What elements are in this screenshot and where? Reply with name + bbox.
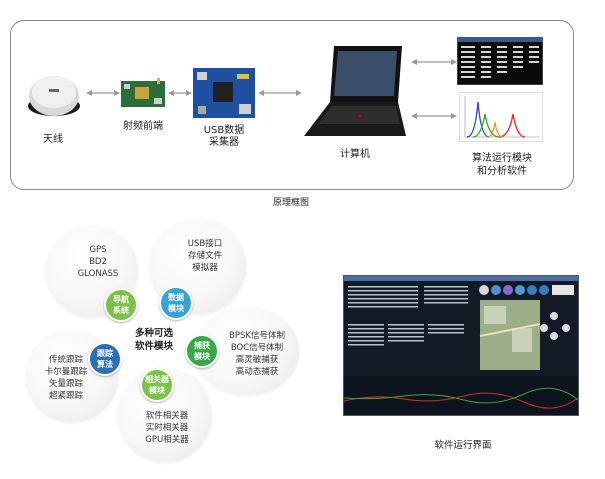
correlator-items: 软件相关器 实时相关器 GPU相关器	[132, 410, 202, 446]
usb-collector-label-line1: USB数据	[203, 125, 245, 136]
corr-item-software: 软件相关器	[145, 411, 189, 421]
nav-badge-line2: 系统	[113, 306, 129, 315]
acq-item-bpsk: BPSK信号体制	[229, 331, 285, 341]
rf-frontend-image	[121, 78, 165, 107]
arrow-antenna-rf	[86, 90, 120, 96]
data-item-usb: USB接口	[187, 239, 223, 249]
arrow-rf-usb	[168, 90, 192, 96]
software-label-line2: 和分析软件	[477, 166, 527, 177]
computer-label: 计算机	[340, 149, 370, 160]
usb-collector-label-line2: 采集器	[209, 137, 239, 148]
software-label: 算法运行模块 和分析软件	[452, 152, 552, 178]
block-diagram-caption: 原理框图	[272, 198, 309, 208]
center-title-line1: 多种可选	[134, 328, 173, 339]
terminal-screenshot	[457, 37, 543, 85]
nav-item-bd2: BD2	[89, 257, 107, 267]
arrow-computer-terminal	[411, 59, 457, 65]
corr-item-realtime: 实时相关器	[145, 423, 189, 433]
acq-item-high-dynamic: 高动态捕获	[235, 367, 279, 377]
track-item-kalman: 卡尔曼跟踪	[44, 367, 88, 377]
correlator-module-badge: 相关器模块	[140, 368, 174, 402]
track-badge-line1: 跟踪	[97, 349, 113, 358]
software-screenshot-caption: 软件运行界面	[434, 440, 492, 451]
nav-item-glonass: GLONASS	[77, 269, 119, 279]
track-badge-line2: 算法	[97, 360, 113, 369]
software-screenshot-graphic	[343, 276, 579, 415]
laptop-image	[304, 46, 406, 136]
antenna-label: 天线	[43, 134, 63, 145]
corr-badge-line2: 模块	[149, 386, 165, 395]
acq-badge-line1: 捕获	[194, 341, 210, 350]
center-title-line2: 软件模块	[134, 341, 173, 352]
arrow-usb-computer	[258, 90, 302, 96]
rf-frontend-label: 射频前端	[123, 121, 163, 132]
corr-badge-line1: 相关器	[145, 375, 169, 384]
nav-system-badge: 导航系统	[104, 288, 138, 322]
software-label-line1: 算法运行模块	[472, 153, 532, 164]
correlation-chart-image	[459, 92, 543, 142]
arrow-computer-chart	[411, 113, 457, 119]
track-item-traditional: 传统跟踪	[48, 355, 83, 365]
acq-badge-line2: 模块	[194, 352, 210, 361]
data-item-file: 存储文件	[187, 251, 222, 261]
usb-collector-image	[193, 68, 255, 118]
data-module-badge: 数据模块	[159, 286, 193, 320]
acq-item-high-sensitivity: 高灵敏捕获	[235, 355, 279, 365]
acquisition-module-badge: 捕获模块	[185, 334, 219, 368]
track-item-ultra-tight: 超紧跟踪	[48, 391, 83, 401]
nav-badge-line1: 导航	[113, 295, 129, 304]
data-items: USB接口 存储文件 模拟器	[170, 238, 240, 274]
software-screenshot	[343, 275, 579, 416]
data-item-simulator: 模拟器	[192, 263, 218, 273]
tracking-items: 传统跟踪 卡尔曼跟踪 矢量跟踪 超紧跟踪	[38, 354, 94, 402]
nav-items: GPS BD2 GLONASS	[70, 244, 126, 280]
data-badge-line1: 数据	[168, 293, 184, 302]
corr-item-gpu: GPU相关器	[145, 435, 189, 445]
acq-item-boc: BOC信号体制	[230, 343, 284, 353]
nav-item-gps: GPS	[89, 245, 107, 255]
acquisition-items: BPSK信号体制 BOC信号体制 高灵敏捕获 高动态捕获	[222, 330, 292, 378]
modules-center-title: 多种可选 软件模块	[124, 327, 184, 353]
usb-collector-label: USB数据 采集器	[192, 125, 256, 149]
antenna-image	[28, 76, 80, 116]
data-badge-line2: 模块	[168, 304, 184, 313]
tracking-algorithm-badge: 跟踪算法	[88, 342, 122, 376]
track-item-vector: 矢量跟踪	[48, 379, 83, 389]
